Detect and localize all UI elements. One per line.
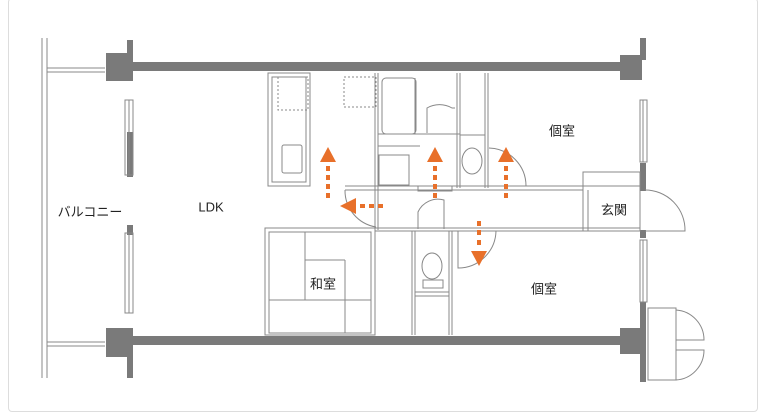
windows [124,99,648,314]
exterior-closet [647,307,705,381]
image-frame [8,0,758,412]
arrow-down-room2 [471,221,487,266]
room-label-private-room-2: 個室 [530,281,558,297]
arrow-left-ldk [340,198,383,214]
walls [106,38,646,382]
kitchen [267,72,377,187]
arrow-up-washroom [427,147,443,198]
circulation-arrows [320,147,514,266]
bathroom [374,73,527,230]
room-label-washitsu: 和室 [309,276,337,292]
arrow-up-kitchen [320,147,336,198]
room-label-private-room-1: 個室 [548,123,576,139]
room-label-genkan: 玄関 [600,202,628,218]
room-label-balcony: バルコニー [57,204,123,220]
washitsu-room [264,227,376,336]
balcony [41,38,105,378]
hallway [344,171,686,269]
toilet [411,231,453,335]
room-label-ldk: LDK [198,199,224,215]
arrow-up-room1 [498,147,514,198]
